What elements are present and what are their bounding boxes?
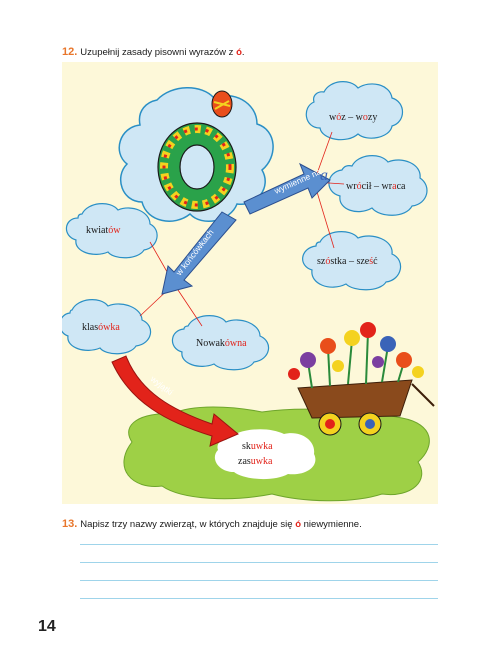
page-number: 14 <box>38 618 56 635</box>
arrow-wyjatki <box>111 355 239 447</box>
label-w-koncowkach: w końcówkach <box>173 227 216 278</box>
spelling-rules-diagram: wymienne na w końcówkach a wyjątki <box>62 81 435 502</box>
task-text: Napisz trzy nazwy zwierząt, w których zn… <box>80 519 296 530</box>
field-clearing <box>214 429 316 480</box>
arrow-w-koncowkach <box>161 211 237 295</box>
task-text: Uzupełnij zasady pisowni wyrazów z <box>80 47 237 58</box>
flower-cart-icon <box>288 322 435 436</box>
cloud-woz <box>305 81 404 141</box>
field-text-zasuwka: zasuwka <box>238 456 273 467</box>
cloud-szostka <box>302 231 402 291</box>
cloud-nowakowna <box>171 315 270 371</box>
cloud-text-nowakowna: Nowakówna <box>196 338 247 349</box>
diagram-panel: wymienne na w końcówkach a wyjątki wóz –… <box>62 62 438 504</box>
task-number: 12. <box>62 46 78 58</box>
alternation-letter: a <box>320 167 328 184</box>
task-letter: ó <box>236 47 242 58</box>
cloud-text-klasowka: klasówka <box>82 322 120 333</box>
answer-line[interactable] <box>80 580 438 581</box>
field-text-skuwka: skuwka <box>242 441 273 452</box>
cloud-wrocil <box>328 155 428 216</box>
answer-line[interactable] <box>80 598 438 599</box>
task-letter: ó <box>295 519 301 530</box>
letter-o-icon <box>157 90 237 212</box>
arrow-wymienne-na <box>243 162 331 215</box>
cloud-klasowka <box>62 299 152 355</box>
task-number: 13. <box>62 518 78 530</box>
task-13-instruction: 13.Napisz trzy nazwy zwierząt, w których… <box>62 518 362 530</box>
cloud-text-woz: wóz – wozy <box>329 112 378 123</box>
answer-line[interactable] <box>80 544 438 545</box>
cloud-text-szostka: szóstka – sześć <box>317 256 378 267</box>
task-12-instruction: 12.Uzupełnij zasady pisowni wyrazów z ó. <box>62 46 245 58</box>
answer-lines[interactable] <box>80 544 438 616</box>
cloud-text-kwiatow: kwiatów <box>86 225 121 236</box>
cloud-text-wrocil: wrócił – wraca <box>346 181 406 192</box>
cloud-kwiatow <box>65 203 158 259</box>
answer-line[interactable] <box>80 562 438 563</box>
